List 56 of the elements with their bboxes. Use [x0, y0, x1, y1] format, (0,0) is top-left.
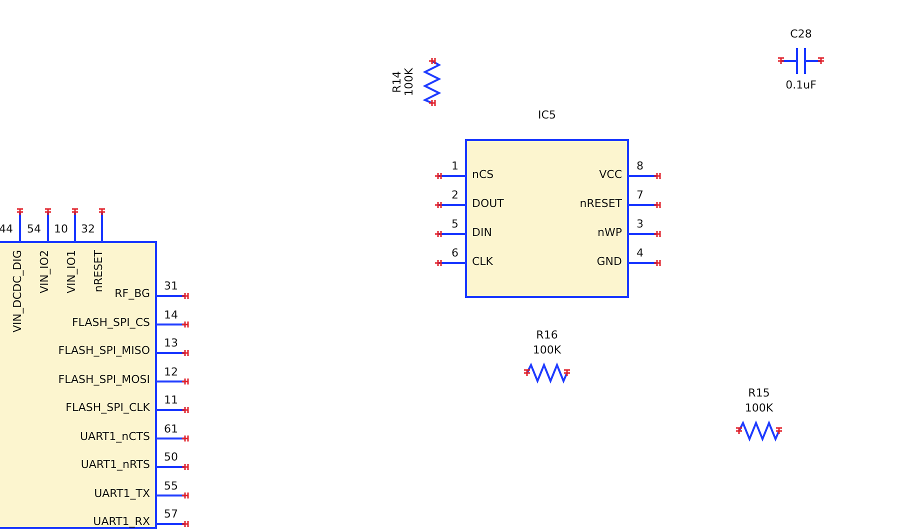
- component-designator: R15: [748, 386, 770, 400]
- pin-number: 11: [164, 394, 178, 406]
- pin-number: 2: [452, 188, 458, 202]
- pin-number: 5: [452, 218, 458, 230]
- component-designator: C28: [790, 28, 812, 40]
- pin-number: 13: [164, 336, 178, 350]
- component-designator: R16: [536, 328, 558, 342]
- resistor-symbol: [736, 420, 782, 442]
- pin-number: 7: [636, 188, 644, 202]
- pin-name: DIN: [472, 226, 492, 239]
- component-value: 0.1uF: [786, 78, 816, 92]
- pin-number: 55: [164, 479, 178, 492]
- pin-number: 50: [164, 450, 178, 464]
- capacitor-symbol: [778, 46, 824, 76]
- component-value: 100K: [744, 402, 774, 414]
- pin-number: 14: [164, 308, 178, 321]
- component-value: 100K: [532, 344, 562, 356]
- pin-name: UART1_nCTS: [80, 430, 150, 442]
- pin-number: 12: [164, 365, 178, 378]
- pin-name: VIN_DCDC_DIG: [11, 250, 24, 333]
- component-designator: R14: [390, 71, 404, 93]
- pin-name: FLASH_SPI_CLK: [66, 401, 150, 414]
- pin-name: VCC: [599, 168, 622, 181]
- pin-name: UART1_RX: [93, 515, 150, 528]
- pin-name: nRESET: [92, 250, 105, 292]
- pin-name: CLK: [472, 255, 494, 268]
- pin-name: nWP: [598, 226, 622, 239]
- pin-number: 54: [27, 222, 41, 236]
- pin-number: 10: [54, 222, 68, 236]
- pin-name: UART1_nRTS: [80, 458, 150, 471]
- pin-name: DOUT: [472, 197, 504, 210]
- pin-number: 31: [164, 280, 178, 292]
- pin-name: UART1_TX: [94, 486, 150, 500]
- pin-name: nRESET: [580, 197, 622, 210]
- pin-number: 3: [636, 218, 644, 230]
- ic-body: [0, 241, 157, 529]
- component-designator: IC5: [538, 108, 556, 122]
- pin-name: nCS: [472, 168, 494, 181]
- pin-name: VIN_IO2: [38, 250, 51, 294]
- ic-body: [465, 139, 629, 298]
- pin-number: 1: [452, 160, 458, 172]
- resistor-symbol: [524, 362, 570, 384]
- pin-name: FLASH_SPI_MISO: [58, 344, 150, 357]
- pin-name: FLASH_SPI_CS: [72, 316, 150, 328]
- pin-number: 4: [636, 246, 644, 260]
- component-value: 100K: [402, 68, 416, 96]
- pin-number: 57: [164, 508, 178, 520]
- pin-name: VIN_IO1: [65, 250, 78, 294]
- pin-name: RF_BG: [114, 287, 150, 300]
- pin-number: 61: [164, 422, 178, 435]
- pin-name: FLASH_SPI_MOSI: [58, 372, 150, 386]
- pin-name: GND: [596, 255, 622, 268]
- pin-number: 32: [81, 222, 95, 236]
- pin-number: 8: [636, 160, 644, 172]
- pin-number: 6: [452, 246, 458, 260]
- resistor-symbol: [422, 58, 442, 106]
